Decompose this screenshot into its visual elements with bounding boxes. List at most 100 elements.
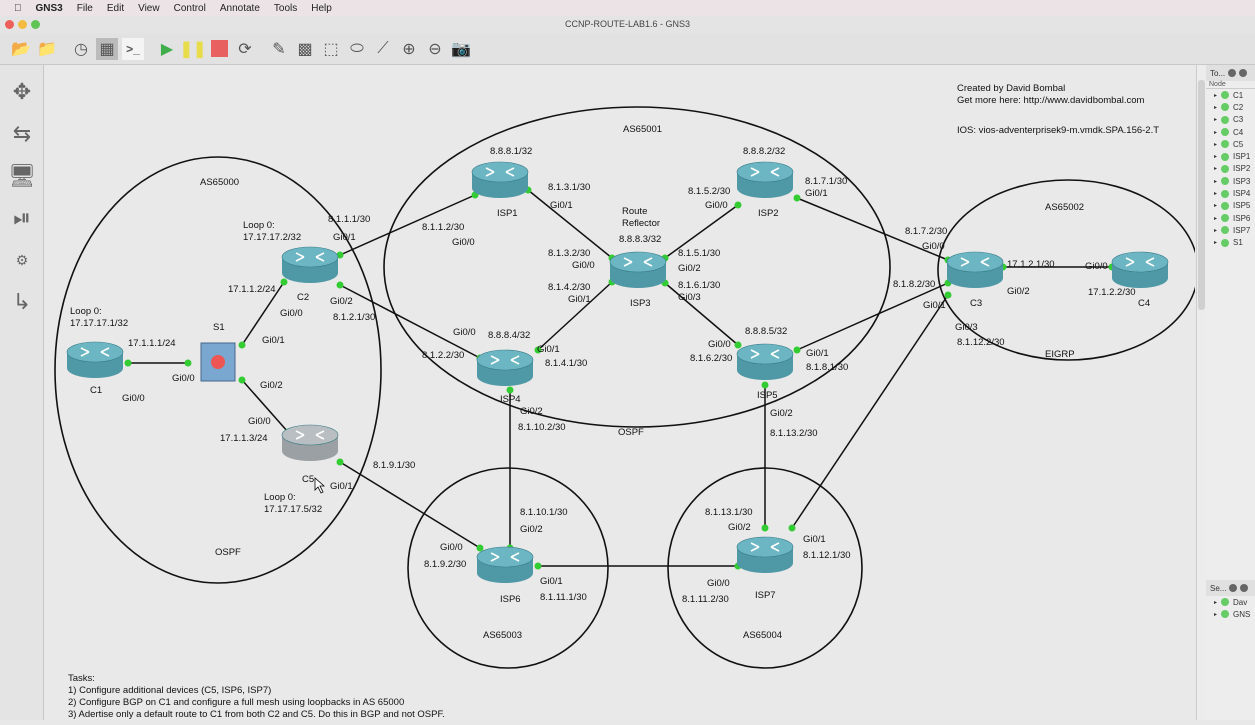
expand-arrow-icon[interactable]: ▸ [1214, 178, 1218, 185]
stop-icon[interactable] [208, 38, 230, 60]
expand-arrow-icon[interactable]: ▸ [1214, 611, 1218, 618]
router-icon[interactable] [471, 161, 529, 198]
device-isp2[interactable] [736, 161, 794, 198]
start-icon[interactable]: ▶ [160, 40, 174, 58]
node-list-item[interactable]: ▸ISP4 [1206, 187, 1255, 199]
device-c4[interactable] [1111, 251, 1169, 288]
zoom-window-button[interactable] [31, 20, 40, 29]
link-line[interactable] [339, 284, 481, 359]
node-list-item[interactable]: ▸ISP7 [1206, 224, 1255, 236]
link-line[interactable] [241, 379, 289, 433]
add-link-icon[interactable]: ↳ [12, 289, 32, 314]
expand-arrow-icon[interactable]: ▸ [1214, 129, 1218, 136]
canvas-vertical-scrollbar[interactable] [1196, 65, 1206, 720]
expand-arrow-icon[interactable]: ▸ [1214, 227, 1218, 234]
router-icon[interactable] [736, 161, 794, 198]
link-line[interactable] [664, 204, 739, 259]
new-project-icon[interactable]: 📂 [11, 40, 31, 58]
draw-line-icon[interactable]: ⟋ [377, 39, 389, 57]
device-s1[interactable] [200, 342, 236, 382]
add-note-icon[interactable]: ✎ [272, 40, 286, 58]
link-line[interactable] [537, 281, 613, 351]
expand-arrow-icon[interactable]: ▸ [1214, 215, 1218, 222]
node-list-item[interactable]: ▸C1 [1206, 89, 1255, 101]
expand-arrow-icon[interactable]: ▸ [1214, 154, 1218, 161]
routers-icon[interactable]: ✥ [12, 79, 32, 104]
router-icon[interactable] [609, 251, 667, 288]
link[interactable] [793, 279, 952, 354]
link-line[interactable] [664, 282, 739, 346]
link[interactable] [761, 381, 769, 532]
device-isp4[interactable] [476, 349, 534, 386]
close-icon[interactable] [1239, 69, 1248, 77]
device-c5[interactable] [281, 424, 339, 461]
router-icon[interactable] [281, 246, 339, 283]
menu-view[interactable]: View [130, 2, 160, 14]
device-isp5[interactable] [736, 343, 794, 380]
link[interactable] [534, 562, 742, 570]
link[interactable] [506, 386, 514, 552]
apple-icon[interactable]:  [14, 3, 22, 14]
menu-help[interactable]: Help [303, 2, 332, 14]
zoom-in-icon[interactable]: ⊕ [402, 40, 416, 58]
column-header-node[interactable]: Node [1206, 81, 1255, 89]
close-icon[interactable] [1240, 584, 1249, 592]
node-list-item[interactable]: ▸C3 [1206, 114, 1255, 126]
link[interactable] [336, 458, 484, 552]
node-list-item[interactable]: ▸C2 [1206, 101, 1255, 113]
device-isp3[interactable] [609, 251, 667, 288]
as65003-area[interactable] [407, 467, 609, 669]
device-c3[interactable] [946, 251, 1004, 288]
link[interactable] [336, 191, 479, 259]
device-isp1[interactable] [471, 161, 529, 198]
router-icon[interactable] [736, 536, 794, 573]
node-list-item[interactable]: ▸ISP1 [1206, 150, 1255, 162]
router-icon[interactable] [1111, 251, 1169, 288]
reload-icon[interactable]: ⟳ [238, 40, 252, 58]
menu-tools[interactable]: Tools [266, 2, 297, 14]
node-list-item[interactable]: ▸ISP3 [1206, 175, 1255, 187]
security-devices-icon[interactable]: ⏯ [13, 205, 31, 230]
expand-arrow-icon[interactable]: ▸ [1214, 191, 1218, 198]
link[interactable] [124, 359, 192, 367]
router-icon[interactable] [281, 424, 339, 461]
server-list-item[interactable]: ▸GNS [1206, 608, 1255, 620]
link[interactable] [534, 278, 616, 354]
link-line[interactable] [339, 194, 476, 256]
as65000-area[interactable] [54, 156, 382, 584]
node-list-item[interactable]: ▸ISP2 [1206, 163, 1255, 175]
float-icon[interactable] [1229, 584, 1238, 592]
link-line[interactable] [241, 281, 285, 346]
console-icon[interactable]: >_ [122, 37, 144, 60]
link-line[interactable] [796, 282, 949, 351]
device-c2[interactable] [281, 246, 339, 283]
screenshot-icon[interactable]: 📷 [451, 40, 471, 58]
insert-picture-icon[interactable]: ▩ [297, 40, 313, 58]
expand-arrow-icon[interactable]: ▸ [1214, 599, 1218, 606]
router-icon[interactable] [476, 546, 534, 583]
expand-arrow-icon[interactable]: ▸ [1214, 104, 1218, 111]
scrollbar-thumb[interactable] [1198, 80, 1205, 310]
draw-ellipse-icon[interactable]: ⬭ [350, 39, 364, 57]
expand-arrow-icon[interactable]: ▸ [1214, 141, 1218, 148]
show-interface-labels-icon[interactable]: ▦ [96, 37, 118, 60]
link[interactable] [788, 291, 952, 532]
router-icon[interactable] [946, 251, 1004, 288]
menu-file[interactable]: File [69, 2, 93, 14]
suspend-icon[interactable]: ❚❚ [179, 40, 207, 58]
link-line[interactable] [791, 294, 949, 529]
menu-app[interactable]: GNS3 [28, 2, 63, 14]
as65001-area[interactable] [383, 106, 891, 428]
node-list-item[interactable]: ▸ISP5 [1206, 200, 1255, 212]
node-list-item[interactable]: ▸C4 [1206, 126, 1255, 138]
link-line[interactable] [527, 189, 613, 259]
expand-arrow-icon[interactable]: ▸ [1214, 166, 1218, 173]
menu-edit[interactable]: Edit [99, 2, 124, 14]
link[interactable] [661, 201, 742, 262]
node-list-item[interactable]: ▸ISP6 [1206, 212, 1255, 224]
expand-arrow-icon[interactable]: ▸ [1214, 240, 1218, 247]
menu-control[interactable]: Control [166, 2, 206, 14]
node-list-item[interactable]: ▸C5 [1206, 138, 1255, 150]
menu-annotate[interactable]: Annotate [212, 2, 260, 14]
